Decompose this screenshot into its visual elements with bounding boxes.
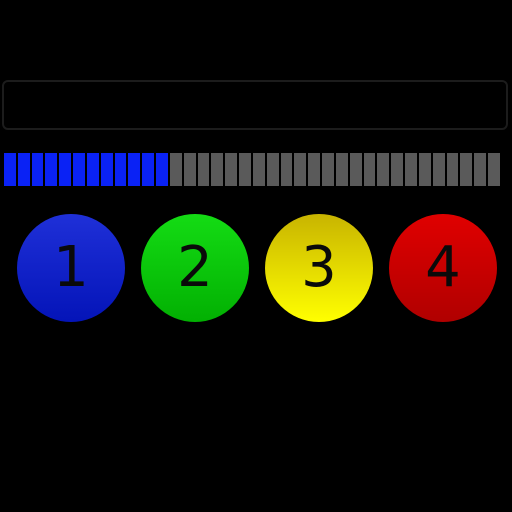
progress-segment bbox=[211, 153, 224, 186]
button-3-label: 3 bbox=[301, 235, 337, 300]
progress-segment bbox=[391, 153, 404, 186]
progress-segment bbox=[100, 153, 113, 186]
button-4-red[interactable]: 4 bbox=[389, 214, 497, 322]
button-3-yellow[interactable]: 3 bbox=[265, 214, 373, 322]
progress-segment bbox=[45, 153, 58, 186]
progress-segment bbox=[183, 153, 196, 186]
button-2-green[interactable]: 2 bbox=[141, 214, 249, 322]
progress-segment bbox=[335, 153, 348, 186]
progress-segment bbox=[73, 153, 85, 186]
progress-segment bbox=[432, 153, 445, 186]
progress-segment bbox=[156, 153, 168, 186]
progress-segment bbox=[487, 153, 500, 186]
progress-segment bbox=[239, 153, 251, 186]
button-1-blue[interactable]: 1 bbox=[17, 214, 125, 322]
progress-segment bbox=[252, 153, 265, 186]
progress-segment bbox=[418, 153, 431, 186]
progress-segment bbox=[59, 153, 72, 186]
progress-segment bbox=[17, 153, 30, 186]
button-2-label: 2 bbox=[177, 235, 213, 300]
message-display bbox=[2, 80, 508, 130]
button-1-label: 1 bbox=[53, 235, 89, 300]
progress-segment bbox=[197, 153, 210, 186]
progress-segment bbox=[86, 153, 99, 186]
progress-segment bbox=[308, 153, 321, 186]
progress-segment bbox=[128, 153, 141, 186]
progress-segment bbox=[474, 153, 486, 186]
progress-segment bbox=[169, 153, 182, 186]
progress-segment bbox=[377, 153, 390, 186]
progress-segment bbox=[114, 153, 127, 186]
progress-segment bbox=[363, 153, 376, 186]
progress-segment bbox=[349, 153, 362, 186]
progress-segment bbox=[225, 153, 238, 186]
progress-segment bbox=[322, 153, 334, 186]
progress-bar bbox=[4, 153, 500, 186]
progress-segment bbox=[142, 153, 155, 186]
color-buttons: 1 2 3 4 bbox=[0, 214, 512, 324]
progress-segment bbox=[460, 153, 473, 186]
progress-segment bbox=[4, 153, 16, 186]
button-4-label: 4 bbox=[425, 235, 461, 300]
progress-segment bbox=[31, 153, 44, 186]
progress-segment bbox=[405, 153, 417, 186]
progress-segment bbox=[280, 153, 293, 186]
progress-segment bbox=[266, 153, 279, 186]
progress-segment bbox=[294, 153, 307, 186]
progress-segment bbox=[446, 153, 459, 186]
